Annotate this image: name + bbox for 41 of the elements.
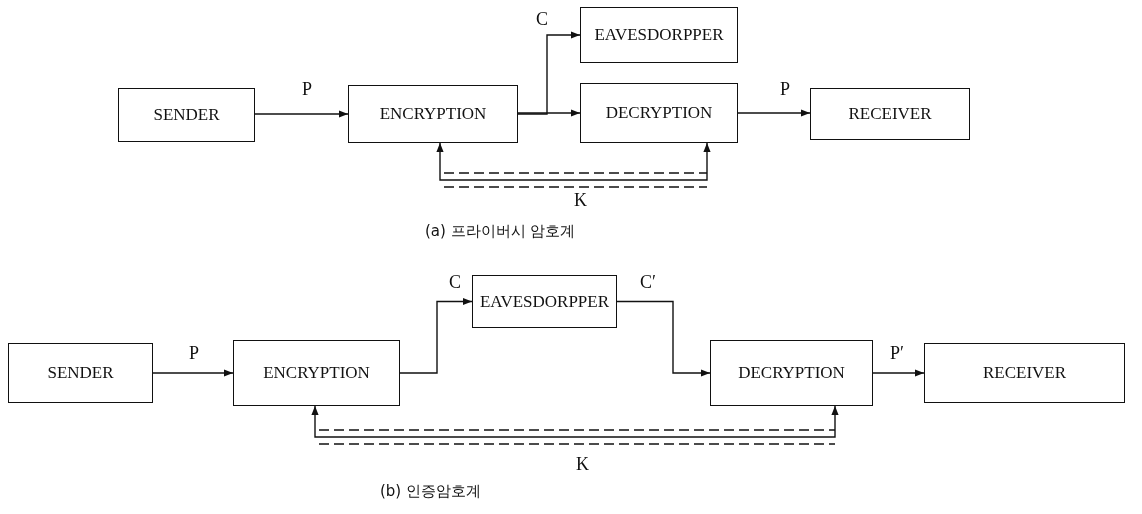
arrow xyxy=(436,142,711,181)
edge-label: P xyxy=(778,80,792,98)
box-label: DECRYPTION xyxy=(738,363,845,383)
edge-label: C′ xyxy=(638,273,658,291)
arrow xyxy=(616,300,711,377)
arrow xyxy=(517,109,581,117)
process-box xyxy=(810,88,970,140)
arrow xyxy=(872,369,925,377)
figure-caption: (a) 프라이버시 암호계 xyxy=(425,222,576,241)
arrow xyxy=(311,405,839,438)
process-box xyxy=(924,343,1125,403)
edge-label: K xyxy=(572,191,589,209)
process-box xyxy=(580,7,738,63)
box-label: EAVESDORPPER xyxy=(594,25,724,45)
arrow xyxy=(254,110,349,118)
box-label: EAVESDORPPER xyxy=(479,291,610,312)
process-box xyxy=(348,85,518,143)
process-box xyxy=(580,83,738,143)
arrow xyxy=(399,297,473,374)
arrow xyxy=(737,109,811,117)
process-box xyxy=(472,275,617,328)
figure-caption: (b) 인증암호계 xyxy=(380,482,481,501)
edge-label: P xyxy=(187,344,201,362)
box-label: ENCRYPTION xyxy=(379,104,487,124)
edge-label: K xyxy=(574,455,591,473)
arrow xyxy=(517,31,581,115)
box-label: DECRYPTION xyxy=(605,103,713,123)
process-box xyxy=(118,88,255,142)
box-label: SENDER xyxy=(153,105,220,125)
process-box xyxy=(710,340,873,406)
edge-label: C xyxy=(447,273,463,291)
process-box xyxy=(233,340,400,406)
arrow xyxy=(152,369,234,377)
edge-label: C xyxy=(534,10,550,28)
box-label: ENCRYPTION xyxy=(263,363,370,383)
box-label: RECEIVER xyxy=(982,363,1067,383)
edge-label: P xyxy=(300,80,314,98)
box-label: RECEIVER xyxy=(848,104,932,124)
box-label: SENDER xyxy=(47,363,114,383)
edge-label: P′ xyxy=(888,344,906,362)
process-box xyxy=(8,343,153,403)
